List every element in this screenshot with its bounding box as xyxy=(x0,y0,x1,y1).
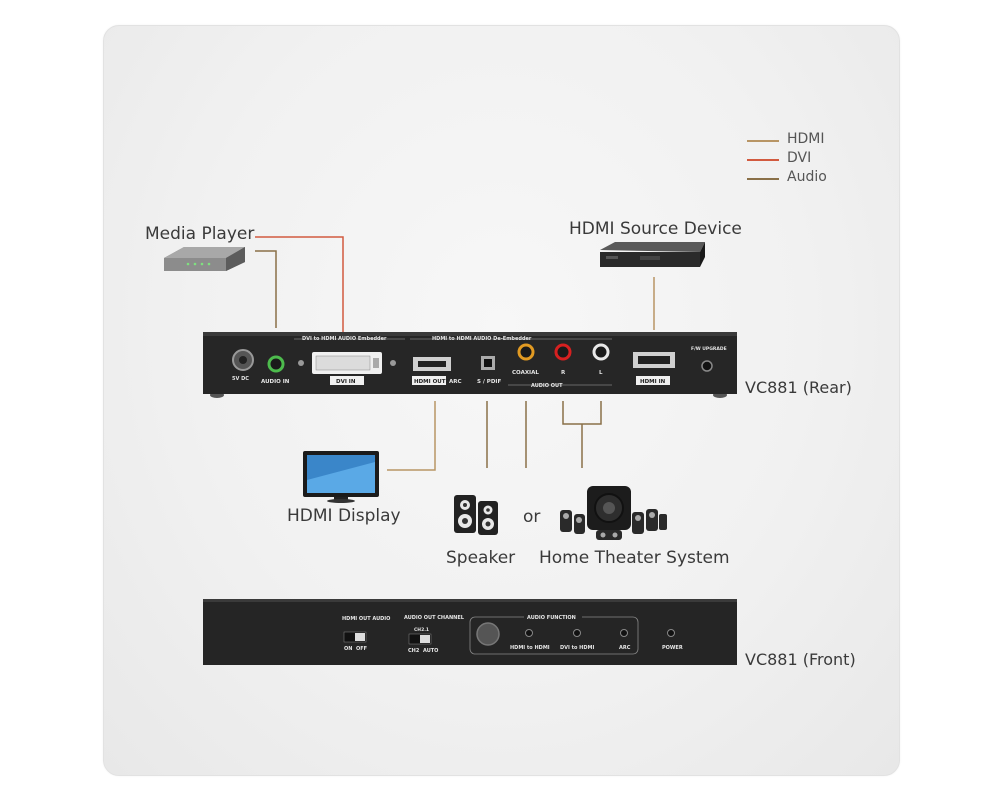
front-arc-label: ARC xyxy=(619,645,631,651)
front-audio-function-label: AUDIO FUNCTION xyxy=(527,615,576,621)
rl-cable xyxy=(562,401,602,425)
legend-label-audio: Audio xyxy=(787,169,827,185)
hdmi-display-cable xyxy=(387,401,436,471)
rear-hdmi-in-label: HDMI IN xyxy=(640,379,666,385)
rear-dvi-embedder-label: DVI to HDMI AUDIO Embedder xyxy=(302,336,387,342)
speaker-label: Speaker xyxy=(446,548,516,568)
front-hdmi-out-audio-label: HDMI OUT AUDIO xyxy=(342,616,390,622)
front-panel-label: VC881 (Front) xyxy=(745,650,856,669)
hdmi-display-device xyxy=(303,451,379,503)
media-player-device xyxy=(164,247,245,271)
front-panel: HDMI OUT AUDIO ON OFF AUDIO OUT CHANNEL … xyxy=(203,599,737,665)
rear-dvi-in-label: DVI IN xyxy=(336,379,356,385)
front-off-label: OFF xyxy=(356,646,367,652)
rear-spdif-label: S / PDIF xyxy=(477,379,501,385)
front-hdmi-to-hdmi-label: HDMI to HDMI xyxy=(510,645,550,651)
rear-audio-in-label: AUDIO IN xyxy=(261,379,290,385)
legend-line-hdmi xyxy=(747,140,779,142)
legend-label-hdmi: HDMI xyxy=(787,131,825,147)
legend-line-audio xyxy=(747,178,779,180)
dvi-cable xyxy=(255,236,344,334)
front-ch-value-label: CH2.1 xyxy=(414,627,429,633)
front-ch2-label: CH2 xyxy=(408,648,420,654)
legend-label-dvi: DVI xyxy=(787,150,812,166)
home-theater-label: Home Theater System xyxy=(539,548,730,568)
home-theater-device xyxy=(560,486,667,540)
front-dvi-to-hdmi-label: DVI to HDMI xyxy=(560,645,594,651)
legend-line-dvi xyxy=(747,159,779,161)
rear-power-label: 5V DC xyxy=(232,376,249,382)
media-player-label: Media Player xyxy=(145,224,255,244)
front-power-label: POWER xyxy=(662,645,683,651)
rear-hdmi-deembedder-label: HDMI to HDMI AUDIO De-Embedder xyxy=(432,336,532,342)
rear-panel-label: VC881 (Rear) xyxy=(745,378,852,397)
front-on-label: ON xyxy=(344,646,352,652)
rear-arc-label: ARC xyxy=(449,379,462,385)
rear-coaxial-label: COAXIAL xyxy=(512,370,539,376)
front-auto-label: AUTO xyxy=(423,648,438,654)
hdmi-source-device xyxy=(600,242,705,267)
rear-fw-upgrade-label: F/W UPGRADE xyxy=(691,346,727,352)
front-audio-out-channel-label: AUDIO OUT CHANNEL xyxy=(404,615,465,621)
rear-panel: DVI to HDMI AUDIO Embedder HDMI to HDMI … xyxy=(203,332,737,398)
hdmi-display-label: HDMI Display xyxy=(287,506,401,526)
or-label: or xyxy=(523,507,541,527)
audio-in-cable xyxy=(255,250,277,328)
rear-l-label: L xyxy=(599,370,603,376)
hdmi-source-label: HDMI Source Device xyxy=(569,219,742,239)
rear-hdmi-out-label: HDMI OUT xyxy=(414,379,446,385)
speaker-device xyxy=(454,495,498,535)
rear-r-label: R xyxy=(561,370,566,376)
rear-audio-out-label: AUDIO OUT xyxy=(531,383,563,389)
